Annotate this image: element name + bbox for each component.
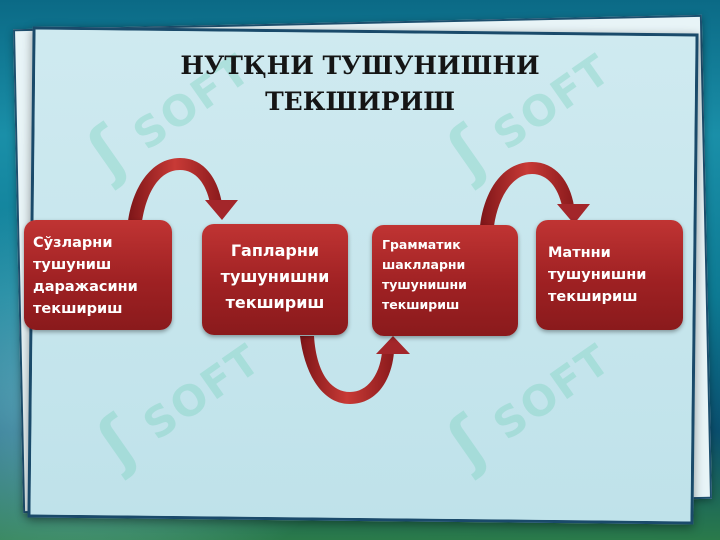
arrow-1-to-2 [128, 158, 238, 222]
step-label-4: Матнни тушунишни текшириш [548, 245, 647, 305]
step-box-1: Сўзларни тушуниш даражасини текшириш [24, 220, 172, 330]
step-label-1: Сўзларни тушуниш даражасини текшириш [33, 235, 138, 317]
step-box-4: Матнни тушунишни текшириш [536, 220, 683, 330]
step-box-2: Гапларни тушунишни текшириш [202, 224, 348, 335]
step-label-2: Гапларни тушунишни текшириш [220, 241, 330, 312]
arrow-2-to-3 [300, 336, 410, 404]
step-label-3: Грамматик шаклларни тушунишни текшириш [382, 237, 467, 312]
slide-title: НУТҚНИ ТУШУНИШНИ ТЕКШИРИШ [110, 48, 610, 120]
step-box-3: Грамматик шаклларни тушунишни текшириш [372, 225, 518, 336]
title-line-1: НУТҚНИ ТУШУНИШНИ [180, 51, 540, 80]
title-line-2: ТЕКШИРИШ [265, 87, 455, 116]
arrow-3-to-4 [480, 162, 590, 226]
